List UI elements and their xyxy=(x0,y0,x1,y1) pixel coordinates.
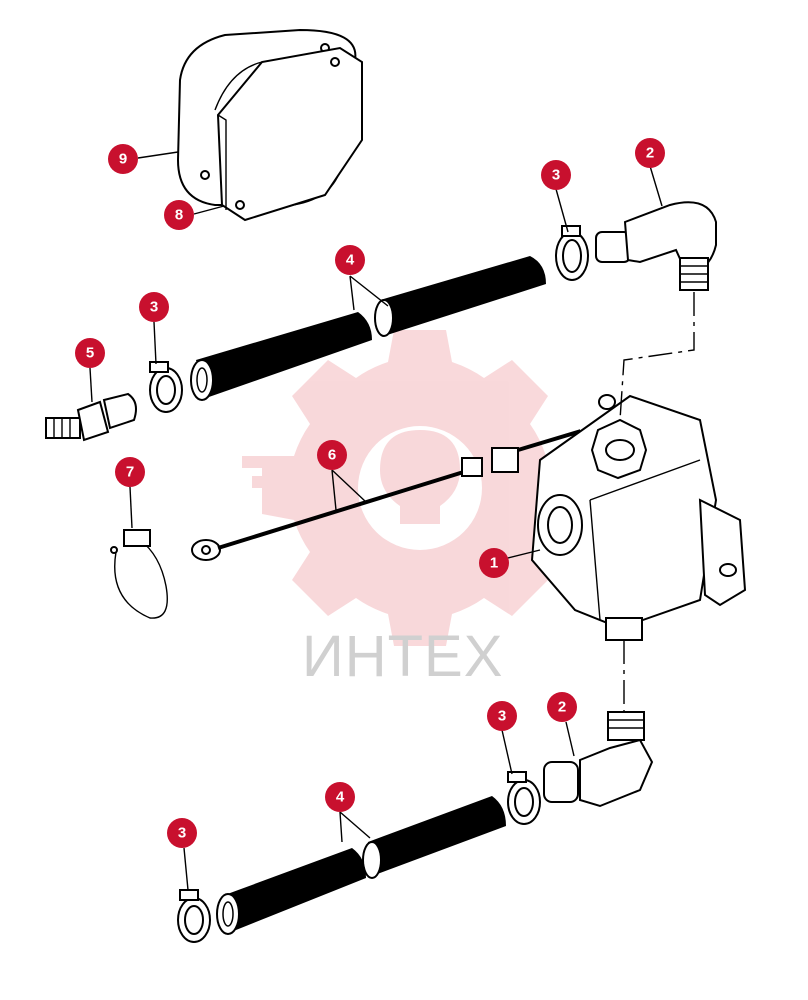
callout-9: 9 xyxy=(108,144,138,174)
part-hose-upper xyxy=(190,256,546,401)
callout-2-lower: 2 xyxy=(547,692,577,722)
leader-lines xyxy=(89,151,663,891)
callout-3-upper-left: 3 xyxy=(139,292,169,322)
watermark-speed-lines xyxy=(242,456,332,508)
callout-3-upper-right: 3 xyxy=(541,160,571,190)
svg-text:2: 2 xyxy=(558,699,566,716)
svg-text:4: 4 xyxy=(346,252,355,269)
svg-text:3: 3 xyxy=(150,299,158,316)
callout-1: 1 xyxy=(479,548,509,578)
callout-4-lower: 4 xyxy=(325,782,355,812)
part-cover-plate xyxy=(216,46,363,222)
svg-text:7: 7 xyxy=(126,464,134,481)
callout-5: 5 xyxy=(75,338,105,368)
callout-6: 6 xyxy=(317,440,347,470)
part-clamp-upper-right xyxy=(555,225,589,281)
callout-8: 8 xyxy=(164,200,194,230)
watermark-bulb-icon xyxy=(380,430,460,524)
svg-text:6: 6 xyxy=(328,447,336,464)
part-clamp-upper-left xyxy=(149,361,183,413)
svg-text:3: 3 xyxy=(178,825,186,842)
svg-text:9: 9 xyxy=(119,151,127,168)
part-elbow-lower xyxy=(543,711,654,808)
part-hose-lower xyxy=(216,796,506,935)
svg-text:8: 8 xyxy=(175,207,183,224)
part-ring-clip xyxy=(110,529,168,619)
svg-text:4: 4 xyxy=(336,789,345,806)
callout-3-lower-right: 3 xyxy=(487,701,517,731)
part-valve-body xyxy=(530,394,747,641)
svg-text:1: 1 xyxy=(490,555,498,572)
svg-text:3: 3 xyxy=(498,708,506,725)
watermark-text: ИНТЕХ xyxy=(302,624,503,689)
part-clamp-lower-left xyxy=(177,889,211,943)
svg-text:5: 5 xyxy=(86,345,94,362)
part-elbow-upper xyxy=(595,201,717,291)
callout-2-upper: 2 xyxy=(635,138,665,168)
leader-dashes xyxy=(619,292,695,712)
part-clamp-lower-right xyxy=(507,771,541,825)
svg-text:2: 2 xyxy=(646,145,654,162)
part-fitting xyxy=(45,392,137,442)
callout-7: 7 xyxy=(115,457,145,487)
svg-text:3: 3 xyxy=(552,167,560,184)
callout-3-lower-left: 3 xyxy=(167,818,197,848)
callout-4-upper: 4 xyxy=(335,245,365,275)
